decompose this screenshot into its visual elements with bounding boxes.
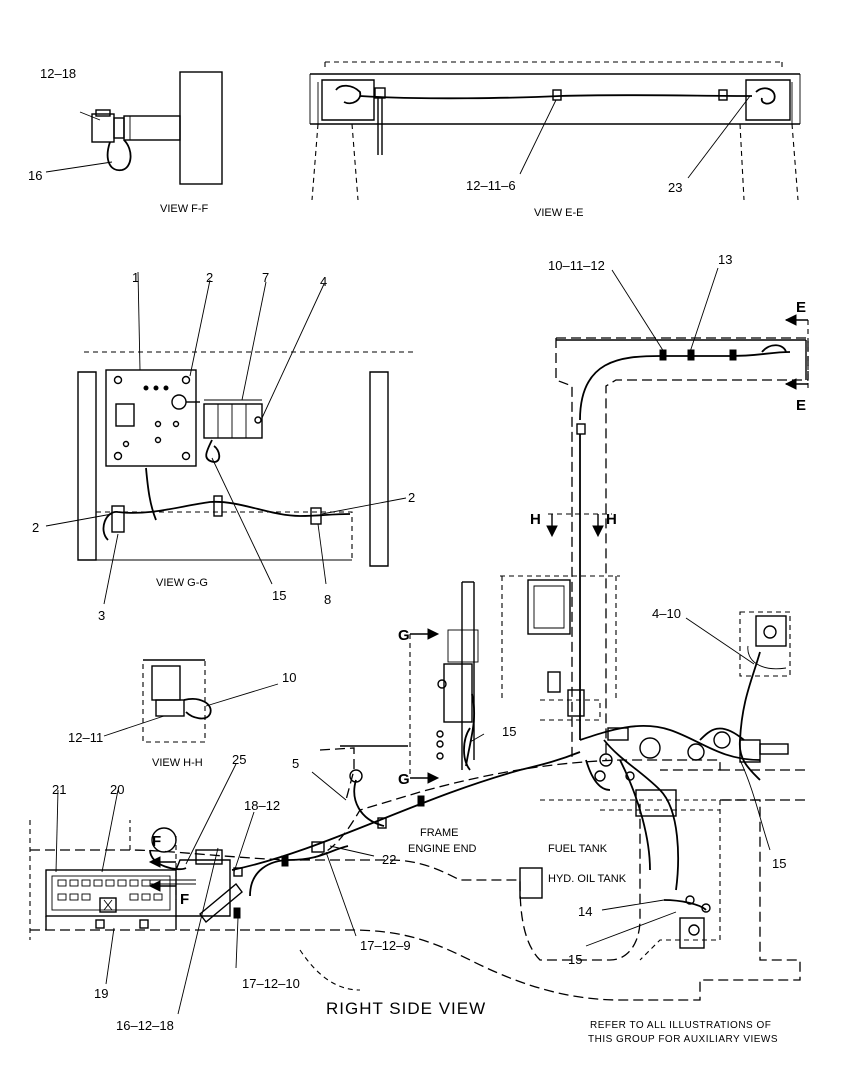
callout-16-12-18: 16–12–18 bbox=[116, 1018, 174, 1033]
callout-10: 10 bbox=[282, 670, 296, 685]
callout-4: 4 bbox=[320, 274, 327, 289]
leader-1 bbox=[137, 271, 141, 371]
leader-10 bbox=[205, 683, 279, 707]
view-gg-drawing bbox=[45, 271, 414, 605]
leader-15c bbox=[739, 759, 771, 851]
leader-18-12 bbox=[233, 811, 255, 873]
leader-8 bbox=[317, 523, 327, 585]
main-view-drawing bbox=[29, 267, 809, 1015]
hyd-oil-tank-label: HYD. OIL TANK bbox=[548, 873, 627, 885]
callout-17-12-10: 17–12–10 bbox=[242, 976, 300, 991]
view-hh-caption: VIEW H-H bbox=[152, 757, 203, 769]
leader-2b bbox=[45, 513, 113, 527]
leader-12-11-6 bbox=[519, 99, 557, 175]
section-h-right: H bbox=[606, 511, 617, 528]
callout-20: 20 bbox=[110, 782, 124, 797]
panel-1 bbox=[105, 369, 197, 467]
callout-15-lower: 15 bbox=[568, 952, 582, 967]
view-ee-drawing bbox=[309, 61, 801, 201]
relay-block-7 bbox=[203, 403, 263, 439]
callout-18-12: 18–12 bbox=[244, 798, 280, 813]
right-side-view-caption: RIGHT SIDE VIEW bbox=[326, 999, 486, 1018]
leader-2c bbox=[321, 497, 407, 515]
section-f-top: F bbox=[152, 833, 161, 850]
callout-5: 5 bbox=[292, 756, 299, 771]
note-line-2: THIS GROUP FOR AUXILIARY VIEWS bbox=[588, 1034, 778, 1045]
leader-3 bbox=[103, 533, 119, 605]
view-ee-caption: VIEW E-E bbox=[534, 207, 584, 219]
leader-4 bbox=[261, 283, 325, 419]
callout-7: 7 bbox=[262, 270, 269, 285]
callout-12-11-6: 12–11–6 bbox=[466, 178, 516, 193]
note-line-1: REFER TO ALL ILLUSTRATIONS OF bbox=[590, 1020, 771, 1031]
callout-14: 14 bbox=[578, 904, 592, 919]
callout-13: 13 bbox=[718, 252, 732, 267]
section-g-top: G bbox=[398, 627, 410, 644]
leader-21 bbox=[55, 789, 59, 873]
callout-4-10: 4–10 bbox=[652, 606, 681, 621]
section-f-bottom: F bbox=[180, 891, 189, 908]
leader-15b bbox=[469, 733, 485, 743]
leader-12-18 bbox=[79, 111, 101, 121]
callout-3: 3 bbox=[98, 608, 105, 623]
leader-17-12-9 bbox=[325, 851, 357, 937]
callout-2-left: 2 bbox=[32, 520, 39, 535]
leader-20 bbox=[101, 789, 119, 873]
view-ff-drawing bbox=[45, 71, 223, 185]
callout-23: 23 bbox=[668, 180, 682, 195]
callout-22: 22 bbox=[382, 852, 396, 867]
leader-19 bbox=[105, 927, 115, 985]
leader-22 bbox=[329, 845, 375, 857]
callout-15-right: 15 bbox=[772, 856, 786, 871]
callout-2-right: 2 bbox=[408, 490, 415, 505]
leader-15a bbox=[211, 457, 273, 585]
leader-7 bbox=[241, 281, 267, 401]
callout-8: 8 bbox=[324, 592, 331, 607]
view-gg-caption: VIEW G-G bbox=[156, 577, 208, 589]
frame-label: FRAME bbox=[420, 827, 459, 839]
leader-23 bbox=[687, 95, 751, 179]
callout-15-gg: 15 bbox=[272, 588, 286, 603]
callout-15-engine: 15 bbox=[502, 724, 516, 739]
callout-16: 16 bbox=[28, 168, 42, 183]
callout-21: 21 bbox=[52, 782, 66, 797]
section-e-bottom: E bbox=[796, 397, 806, 414]
callout-17-12-9: 17–12–9 bbox=[360, 938, 411, 953]
callout-12-11: 12–11 bbox=[68, 730, 103, 745]
view-hh-drawing bbox=[103, 659, 279, 743]
callout-12-18: 12–18 bbox=[40, 66, 76, 81]
leader-2a bbox=[189, 279, 211, 377]
view-ff-caption: VIEW F-F bbox=[160, 203, 209, 215]
leader-10-11-12 bbox=[611, 269, 665, 353]
leader-4-10 bbox=[685, 617, 755, 665]
leader-16-12-18 bbox=[177, 847, 219, 1015]
leader-15d bbox=[585, 911, 677, 947]
callout-10-11-12: 10–11–12 bbox=[548, 258, 605, 273]
engine-end-label: ENGINE END bbox=[408, 843, 477, 855]
leader-12-11 bbox=[103, 715, 165, 737]
callout-25: 25 bbox=[232, 752, 246, 767]
fuel-tank-label: FUEL TANK bbox=[548, 843, 608, 855]
leader-17-12-10 bbox=[235, 917, 239, 969]
leader-5 bbox=[311, 771, 347, 801]
section-g-bottom: G bbox=[398, 771, 410, 788]
callout-1: 1 bbox=[132, 270, 139, 285]
section-e-top: E bbox=[796, 299, 806, 316]
leader-16 bbox=[45, 161, 113, 173]
section-h-left: H bbox=[530, 511, 541, 528]
leader-25 bbox=[185, 763, 237, 865]
leader-14 bbox=[601, 899, 665, 911]
callout-2-top: 2 bbox=[206, 270, 213, 285]
leader-13 bbox=[689, 267, 719, 353]
callout-19: 19 bbox=[94, 986, 108, 1001]
